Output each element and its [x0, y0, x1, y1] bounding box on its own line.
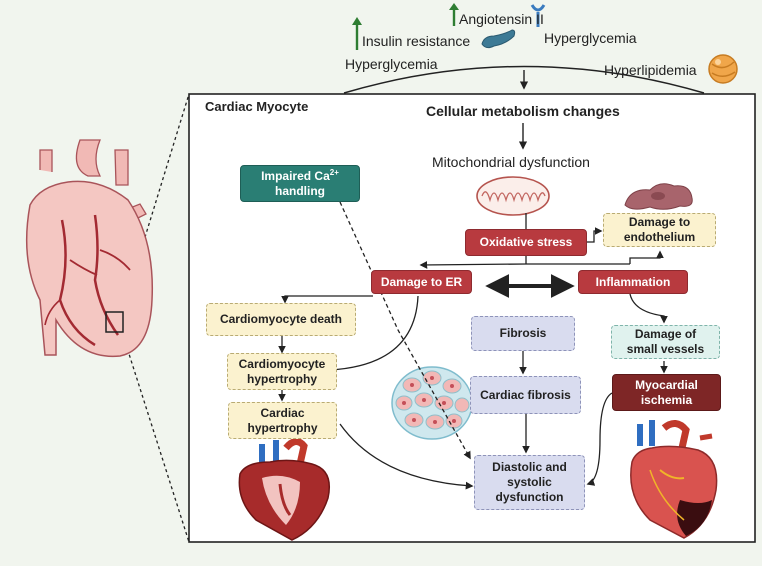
cm-hypertrophy-line1: Cardiomyocyte [238, 356, 326, 371]
tissue-cells-icon [391, 366, 473, 440]
cardiomyocyte-death-label: Cardiomyocyte death [219, 312, 343, 326]
metabolism-label: Cellular metabolism changes [426, 103, 620, 119]
oxidative-stress-label: Oxidative stress [479, 235, 573, 249]
up-arrow-icon [449, 3, 459, 26]
damage-endothelium-box: Damage to endothelium [603, 213, 716, 247]
arrow-inflammation-endothelium [629, 250, 664, 264]
myocardial-ischemia-box: Myocardial ischemia [612, 374, 721, 411]
ca-label: Impaired Ca [261, 168, 330, 183]
ischemic-heart-icon [630, 420, 718, 539]
cardiac-hypertrophy-line1: Cardiac [260, 405, 305, 420]
cardiac-hypertrophy-box: Cardiac hypertrophy [228, 402, 337, 439]
small-vessels-line2: small vessels [626, 342, 705, 356]
arrow-to-er [419, 261, 527, 269]
dysfunction-line2: systolic [507, 475, 552, 489]
inflammation-label: Inflammation [595, 274, 671, 289]
mitochondrion-icon [476, 176, 550, 216]
arrow-oxidative-endothelium [587, 227, 603, 243]
up-arrow-icon [352, 17, 362, 50]
damage-endothelium-line1: Damage to [628, 215, 691, 229]
small-vessels-line1: Damage of [634, 327, 697, 341]
hyperglycemia-right-label: Hyperglycemia [544, 30, 637, 46]
cardiomyocyte-hypertrophy-box: Cardiomyocyte hypertrophy [227, 353, 337, 390]
receptor-icon [530, 4, 546, 27]
dysfunction-line3: dysfunction [495, 490, 564, 504]
heart-icon [25, 139, 154, 358]
cardiomyocyte-death-box: Cardiomyocyte death [206, 303, 356, 336]
diastolic-systolic-dysfunction-box: Diastolic and systolic dysfunction [474, 455, 585, 510]
ca-line2: handling [275, 183, 325, 198]
inflammation-box: Inflammation [578, 270, 688, 294]
cardiac-fibrosis-label: Cardiac fibrosis [480, 387, 571, 402]
hypertrophic-heart-icon [238, 438, 330, 541]
fibrosis-label: Fibrosis [499, 326, 547, 340]
damage-to-er-box: Damage to ER [371, 270, 472, 294]
cardiac-fibrosis-box: Cardiac fibrosis [470, 376, 581, 414]
cardiac-hypertrophy-line2: hypertrophy [247, 420, 318, 435]
impaired-ca-handling-box: Impaired Ca2+ handling [240, 165, 360, 202]
endothelium-icon [624, 183, 693, 210]
ca-superscript: 2+ [329, 167, 339, 177]
factors-arc [343, 65, 705, 94]
zoom-line-bottom [121, 331, 190, 543]
arrow-ca-dysfunction [339, 201, 471, 460]
dysfunction-line1: Diastolic and [492, 460, 567, 474]
arrow-ischemia-dysfunction [586, 392, 613, 486]
damage-endothelium-line2: endothelium [623, 230, 696, 244]
angiotensin-label: Angiotensin II [459, 11, 544, 27]
arrow-hypertrophy-dysfunction [339, 423, 474, 490]
arrow-inflammation-vessels [629, 293, 668, 324]
arrow-er-hypertrophy [328, 295, 419, 374]
cm-hypertrophy-line2: hypertrophy [246, 371, 317, 386]
pancreas-icon [481, 29, 516, 49]
arrow-er-death [281, 295, 373, 304]
oxidative-stress-box: Oxidative stress [465, 229, 587, 256]
hyperlipidemia-label: Hyperlipidemia [604, 62, 697, 78]
fibrosis-box: Fibrosis [471, 316, 575, 351]
zoom-box [105, 311, 124, 333]
lipid-droplet-icon [708, 54, 738, 84]
myocardial-line1: Myocardial [635, 377, 698, 392]
damage-small-vessels-box: Damage of small vessels [611, 325, 720, 359]
insulin-resistance-label: Insulin resistance [362, 33, 471, 49]
myocardial-line2: ischemia [640, 392, 693, 407]
panel-title: Cardiac Myocyte [205, 99, 309, 114]
hyperglycemia-left-label: Hyperglycemia [345, 56, 438, 72]
damage-to-er-label: Damage to ER [380, 274, 463, 289]
mitochondrial-dysfunction-label: Mitochondrial dysfunction [432, 154, 590, 170]
